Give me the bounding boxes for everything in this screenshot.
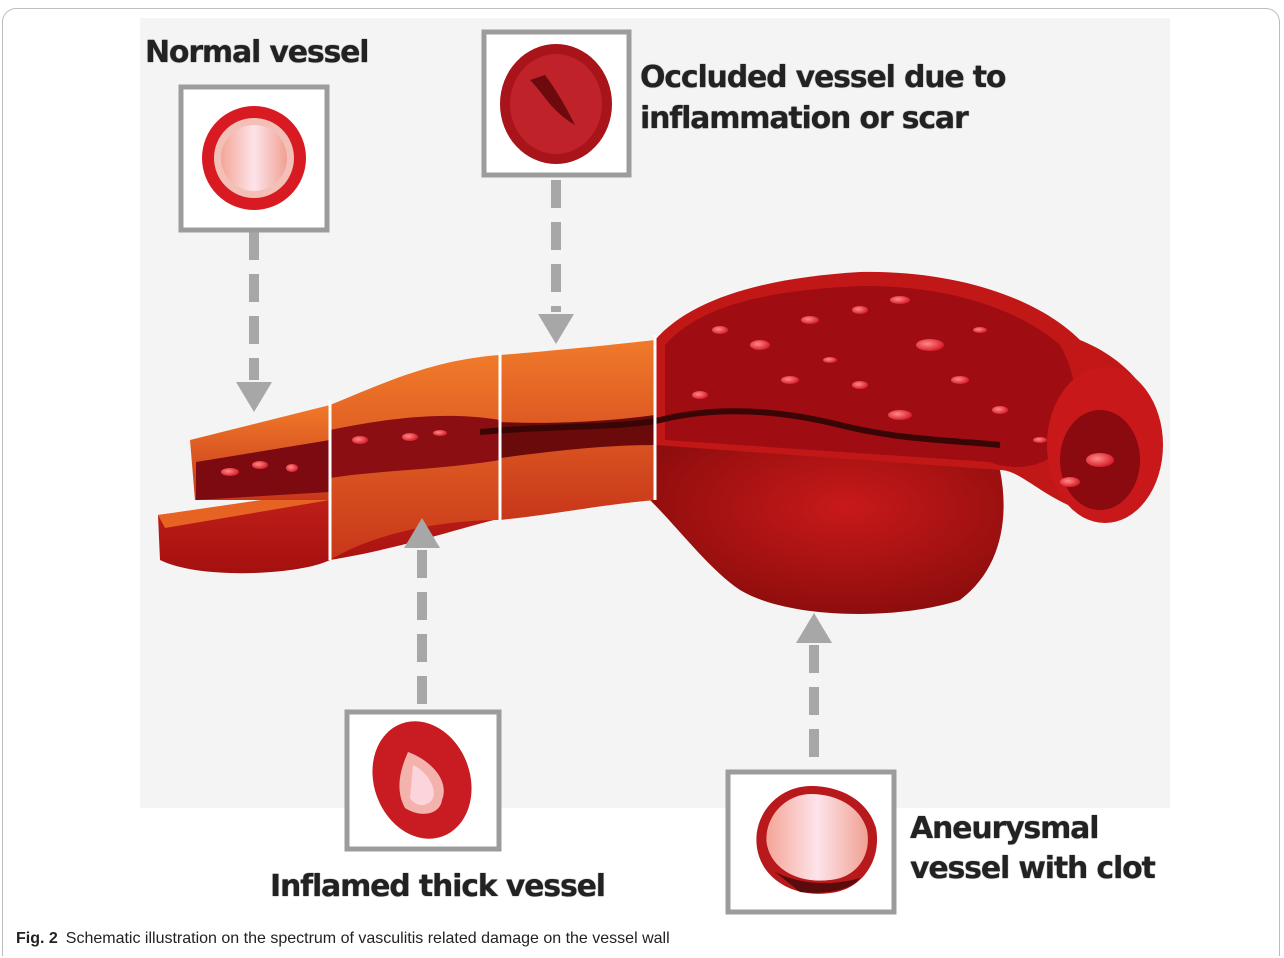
label-aneurysmal-line1: Aneurysmal [910,808,1098,850]
figure-number: Fig. 2 [16,930,58,947]
vessel-body [158,272,1163,614]
caption-text: Schematic illustration on the spectrum o… [66,930,670,947]
label-occluded-vessel-line1: Occluded vessel due to [640,57,1005,99]
arrow-aneurysmal [796,613,832,770]
label-occluded-vessel-line2: inflammation or scar [640,98,968,140]
occluded-vessel-box [484,32,629,175]
label-inflamed-vessel: Inflamed thick vessel [270,866,605,908]
normal-vessel-box [181,87,327,230]
arrow-occluded [538,180,574,344]
label-normal-vessel: Normal vessel [145,32,368,74]
figure-caption: Fig. 2 Schematic illustration on the spec… [16,930,670,948]
inflamed-vessel-box [347,707,499,853]
label-aneurysmal-line2: vessel with clot [910,848,1155,890]
arrow-normal [236,232,272,412]
aneurysmal-vessel-box [728,772,894,912]
arrow-inflamed [404,518,440,708]
